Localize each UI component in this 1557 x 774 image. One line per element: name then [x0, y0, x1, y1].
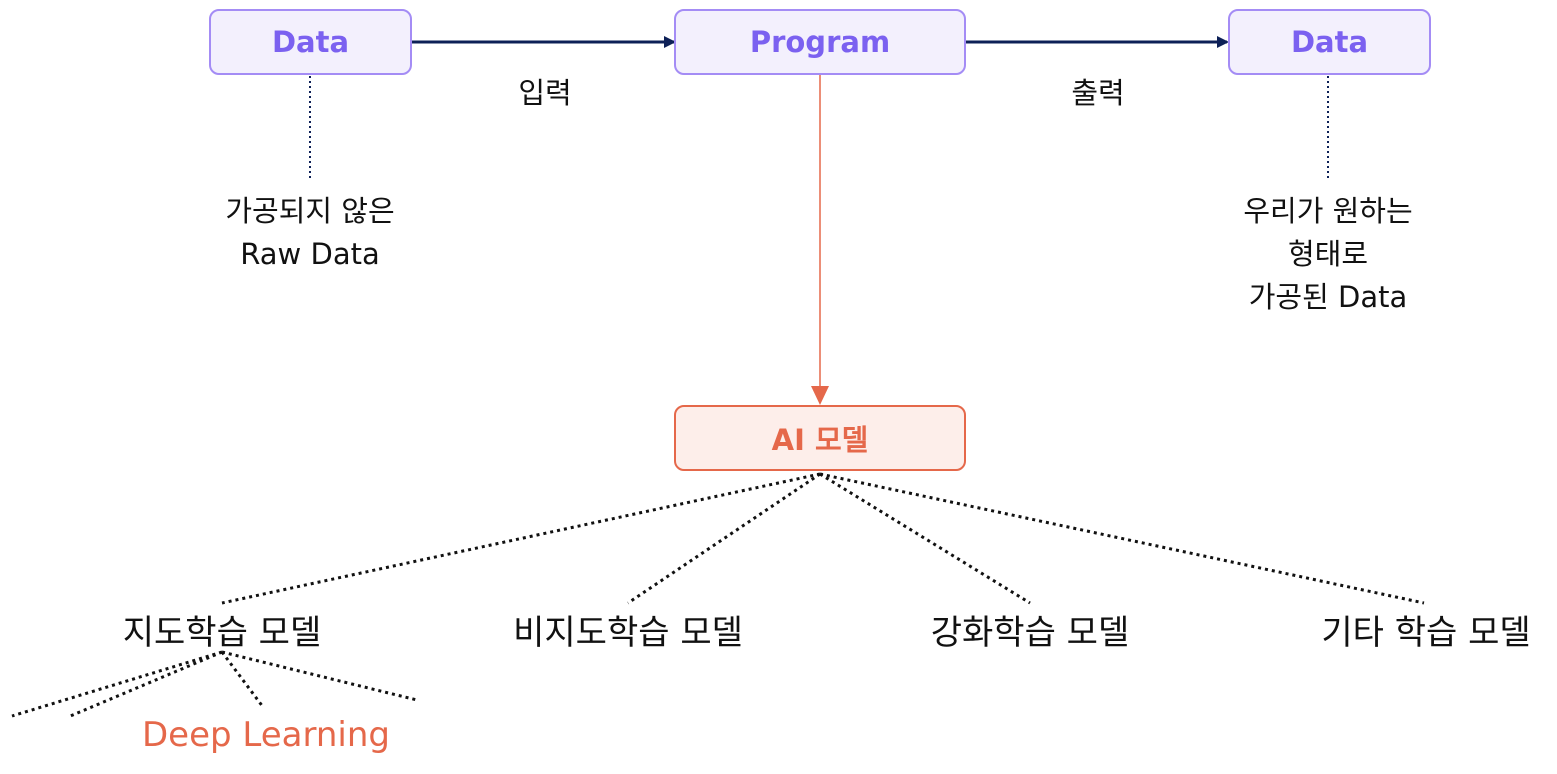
input-data-label: Data	[271, 25, 350, 59]
category-supervised: 지도학습 모델	[122, 613, 322, 653]
category-unsupervised: 비지도학습 모델	[513, 613, 743, 653]
ai-model-node: AI 모델	[674, 405, 966, 471]
ai-model-label: AI 모델	[771, 423, 869, 457]
ai-to-unsupervised-link	[627, 472, 821, 605]
output-data-node: Data	[1228, 9, 1431, 75]
raw-data-note: 가공되지 않은 Raw Data	[225, 194, 395, 271]
supervised-to-deep-learning-link	[220, 651, 265, 708]
ai-to-supervised-link	[221, 472, 821, 605]
program-label: Program	[749, 25, 891, 59]
category-reinforcement: 강화학습 모델	[930, 613, 1130, 653]
output-edge-label: 출력	[1071, 76, 1125, 110]
category-other: 기타 학습 모델	[1321, 613, 1531, 653]
program-to-ai-arrowhead	[811, 386, 829, 405]
output-data-label: Data	[1290, 25, 1369, 59]
supervised-sub-link-4	[221, 650, 418, 702]
deep-learning-label: Deep Learning	[142, 715, 391, 755]
input-data-node: Data	[209, 9, 412, 75]
ai-to-other-link	[819, 472, 1425, 605]
program-node: Program	[674, 9, 966, 75]
supervised-sub-link-2	[67, 650, 223, 719]
supervised-sub-link-1	[11, 650, 223, 718]
input-edge-label: 입력	[518, 76, 572, 110]
processed-data-note: 우리가 원하는 형태로 가공된 Data	[1243, 194, 1413, 314]
ai-to-reinforcement-link	[819, 472, 1031, 605]
